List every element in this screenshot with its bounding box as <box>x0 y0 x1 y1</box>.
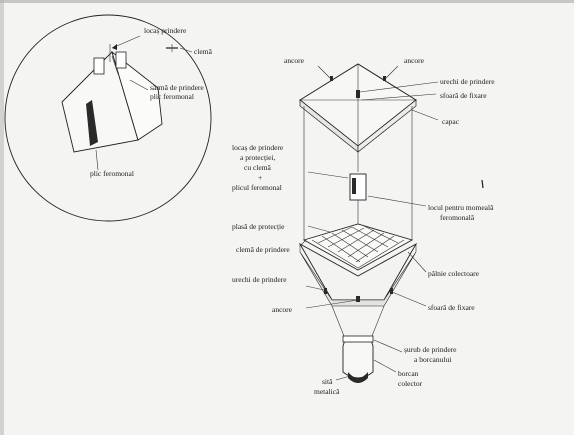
label-locul-line2: feromonală <box>440 213 475 222</box>
label-locas-line2: a protecției, <box>240 153 276 162</box>
envelope-right-face <box>111 50 163 141</box>
label-locul-line1: locul pentru momeală <box>428 203 494 212</box>
holder-tab <box>93 57 105 75</box>
label-borcan-line2: colector <box>398 379 423 388</box>
label-sfoara-fixare-top: sfoară de fixare <box>440 91 487 100</box>
label-sfoara-fixare-bottom: sfoară de fixare <box>428 303 475 312</box>
label-sarma-prindere: sârmă de prindere <box>150 83 204 92</box>
trap-assembly <box>298 63 418 383</box>
metal-mesh <box>348 372 368 383</box>
label-sita-line1: sită <box>322 377 333 386</box>
label-ancore-bottom: ancore <box>272 305 293 314</box>
envelope-inner-shadow <box>86 100 98 146</box>
label-ancore-top-left: ancore <box>284 56 305 65</box>
label-locas-plus: + <box>258 173 262 182</box>
label-locas-line4: plicul feromonal <box>232 183 282 192</box>
leader-lines <box>299 65 439 381</box>
label-surub-line1: șurub de prindere <box>404 345 457 354</box>
label-sita-line2: metalică <box>314 387 340 396</box>
label-clema: clemă <box>194 47 213 56</box>
label-urechi-prindere-top: urechi de prindere <box>440 77 495 86</box>
label-ancore-top-right: ancore <box>404 56 425 65</box>
label-locas-line1: locaș de prindere <box>232 143 284 152</box>
label-plic-feromonal: plic feromonal <box>90 169 134 178</box>
collecting-jar <box>342 339 374 379</box>
label-sarma-plic: plic feromonal <box>150 92 194 101</box>
label-plasa-protectie: plasă de protecție <box>232 222 285 231</box>
label-clema-prindere: clemă de prindere <box>236 245 290 254</box>
label-borcan-line1: borcan <box>398 369 419 378</box>
label-capac: capac <box>442 117 460 126</box>
label-locas-prindere: locaș prindere <box>144 26 187 35</box>
inset-circle <box>4 14 212 222</box>
label-locas-line3: cu clemă <box>244 163 272 172</box>
label-urechi-prindere-mid: urechi de prindere <box>232 275 287 284</box>
label-surub-line2: a borcanului <box>414 355 451 364</box>
protection-net <box>302 223 414 271</box>
label-palnie-colectoare: pâlnie colectoare <box>428 269 480 278</box>
inset-detail: locaș prindere clemă sârmă de prindere p… <box>4 14 213 222</box>
